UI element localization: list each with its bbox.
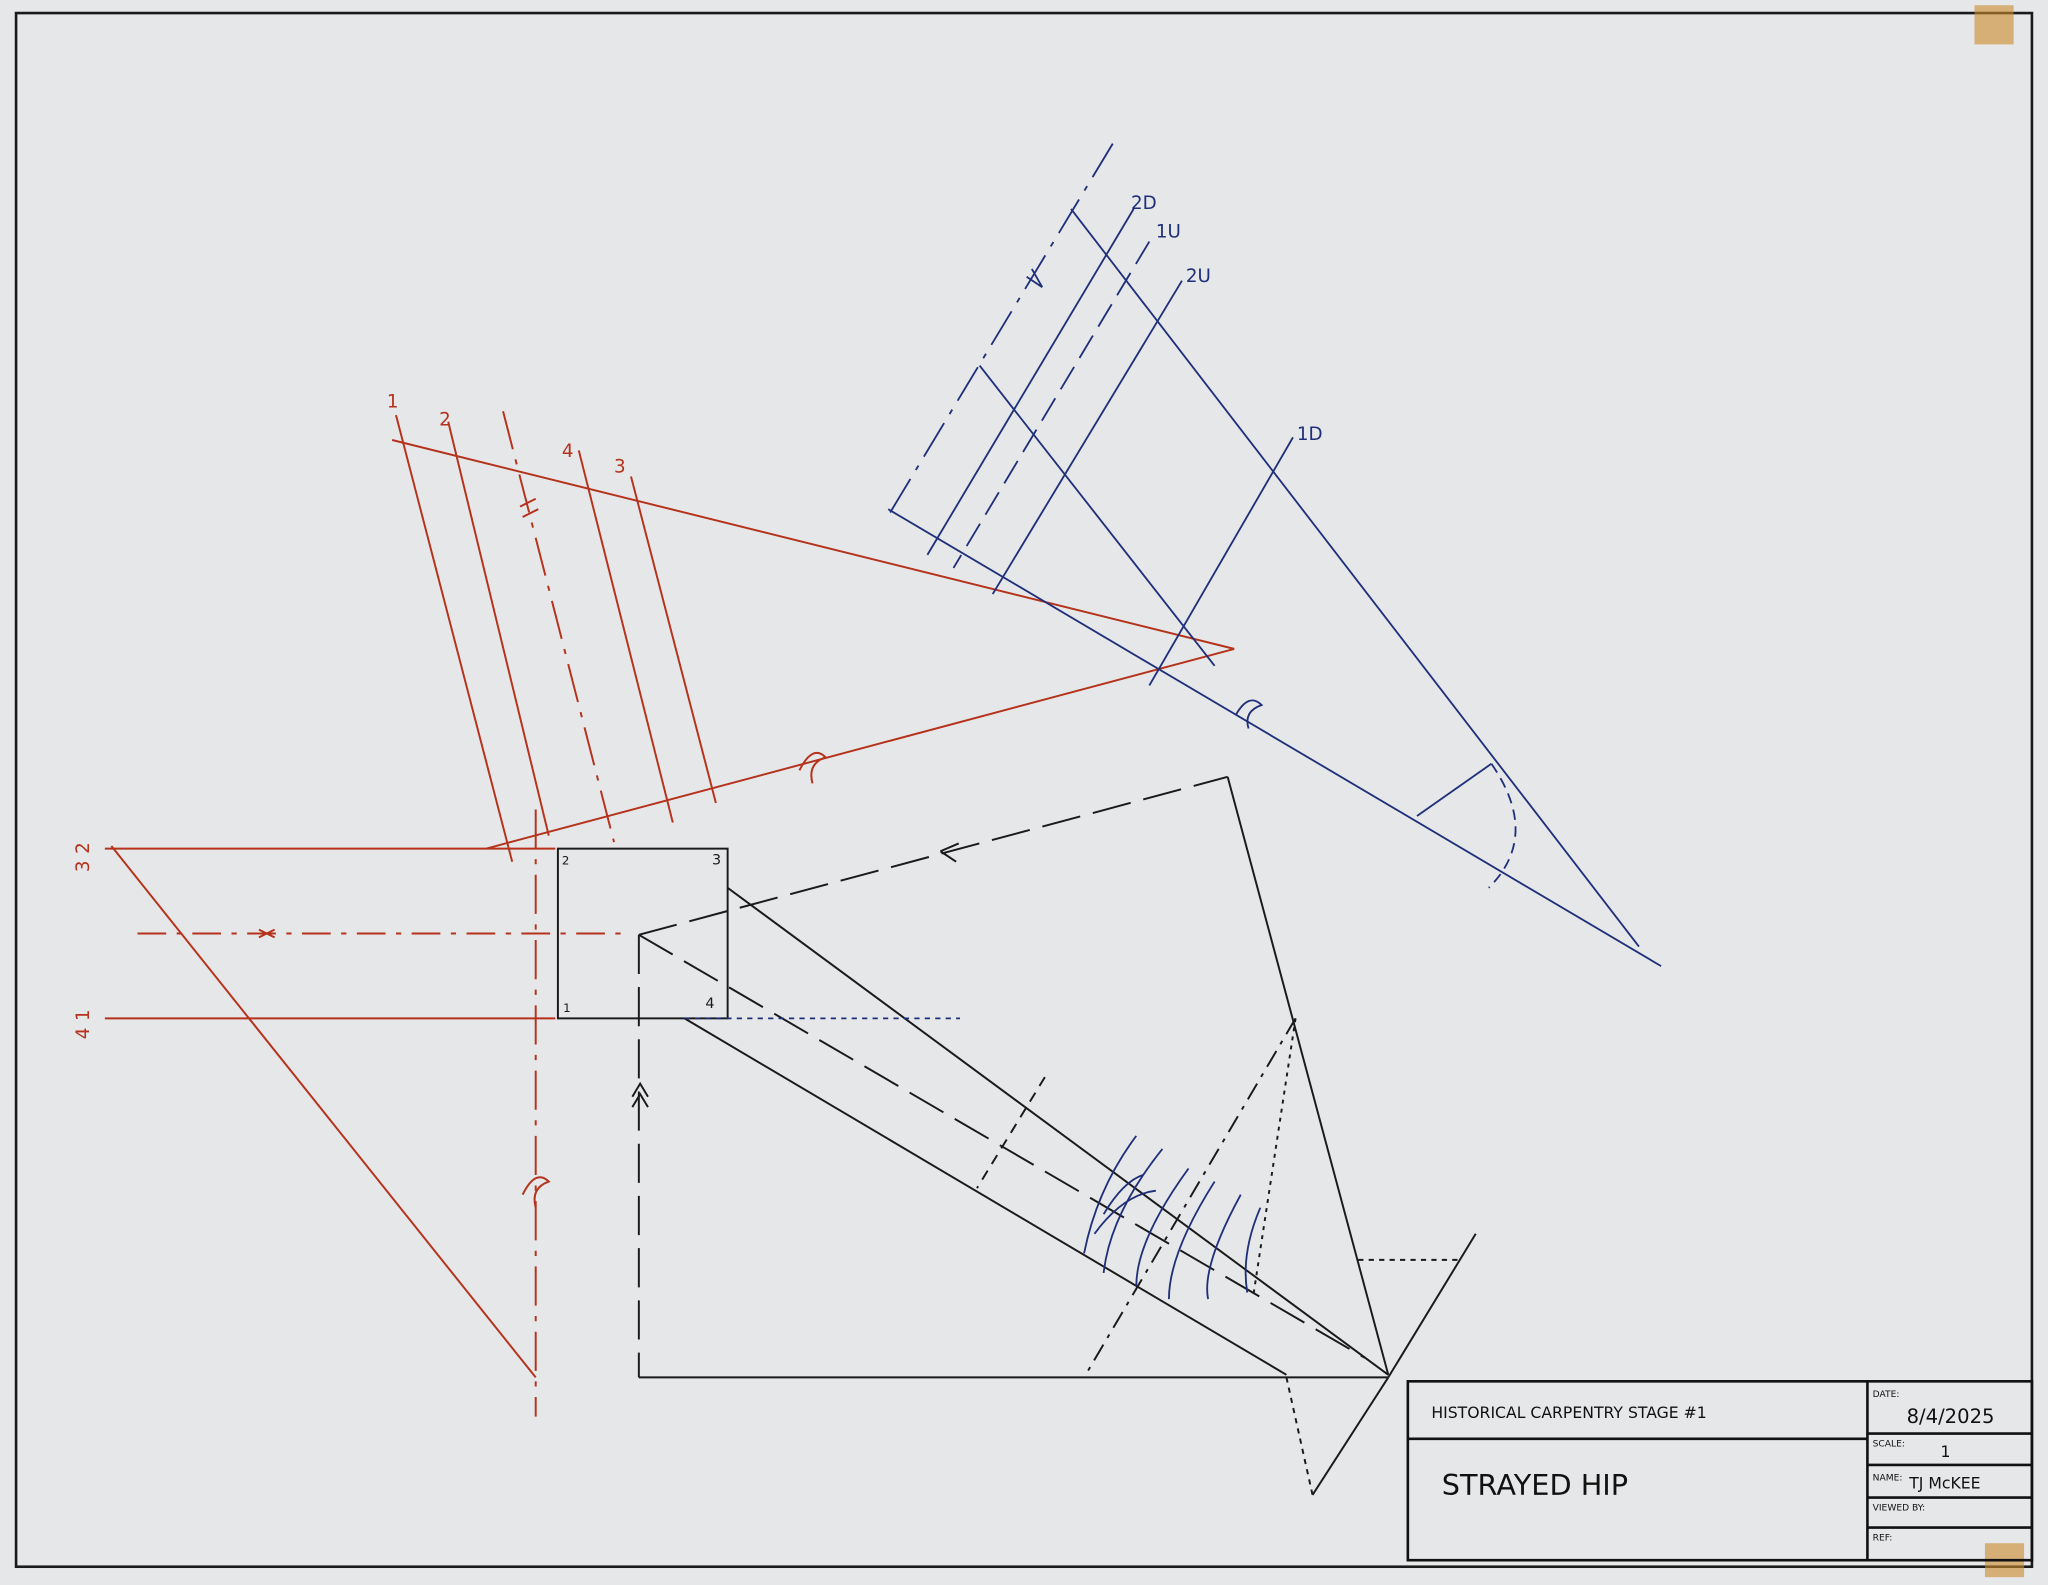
label-2D: 2D bbox=[1131, 193, 1157, 214]
projection-line bbox=[1387, 1233, 1477, 1378]
arrow-mark bbox=[631, 1081, 649, 1108]
blue-line-2U bbox=[991, 280, 1183, 595]
dotted-drop bbox=[1285, 1377, 1314, 1496]
blue-diagonal bbox=[1070, 208, 1640, 948]
section-line bbox=[976, 1076, 1046, 1189]
label-1: 1 bbox=[387, 391, 399, 412]
label-1-left: 1 bbox=[73, 1009, 94, 1021]
dotted-line bbox=[1252, 1018, 1297, 1293]
blue-arc bbox=[1488, 763, 1517, 889]
corner-label-4: 4 bbox=[705, 996, 714, 1012]
corner-label-3: 3 bbox=[712, 852, 721, 868]
dashed-ridge bbox=[638, 775, 1228, 936]
scale-label: SCALE: bbox=[1873, 1440, 1905, 1450]
centerline-mark bbox=[519, 497, 539, 518]
red-line-2 bbox=[447, 421, 550, 836]
name-label: NAME: bbox=[1873, 1474, 1903, 1484]
red-line-1 bbox=[395, 414, 514, 862]
red-center-projection bbox=[502, 411, 615, 843]
label-3: 3 bbox=[614, 457, 626, 478]
blue-labels: 2D 1U 2U 1D bbox=[1131, 193, 1322, 445]
blue-mark bbox=[1234, 699, 1264, 729]
blue-cross-line bbox=[978, 365, 1216, 667]
red-construction bbox=[104, 411, 1235, 1417]
corner-tape bbox=[1974, 5, 2014, 45]
projection-line-lower bbox=[1311, 1376, 1390, 1496]
red-upper-line bbox=[391, 439, 1235, 650]
beam-edge-lower bbox=[684, 1017, 1287, 1376]
title-block: HISTORICAL CARPENTRY STAGE #1 STRAYED HI… bbox=[1406, 1380, 2034, 1562]
label-1D: 1D bbox=[1297, 424, 1323, 445]
dash-dot-line bbox=[1083, 1017, 1297, 1378]
red-lower-line bbox=[485, 647, 1235, 850]
drawing-title: STRAYED HIP bbox=[1442, 1468, 1628, 1502]
label-3-left: 3 bbox=[73, 861, 94, 873]
grain-arcs bbox=[1083, 1135, 1262, 1300]
red-diagonal bbox=[110, 845, 537, 1379]
label-2: 2 bbox=[439, 410, 451, 431]
centerline-mark bbox=[258, 928, 276, 939]
project-title: HISTORICAL CARPENTRY STAGE #1 bbox=[1431, 1403, 1706, 1422]
label-4-left: 4 bbox=[73, 1028, 94, 1040]
ground-line-mark bbox=[521, 1176, 551, 1208]
sheet-border bbox=[14, 11, 2034, 1569]
red-line-4 bbox=[577, 450, 674, 823]
blue-mark bbox=[1026, 268, 1044, 288]
date-label: DATE: bbox=[1873, 1390, 1900, 1400]
red-line-3 bbox=[630, 476, 717, 804]
blue-long-line bbox=[887, 508, 1662, 967]
viewed-by-label: VIEWED BY: bbox=[1873, 1504, 1926, 1514]
label-2U: 2U bbox=[1186, 266, 1211, 287]
name-value: TJ McKEE bbox=[1908, 1473, 1980, 1492]
blue-construction bbox=[887, 143, 1662, 1300]
blue-line-1U bbox=[952, 241, 1151, 569]
blue-line-1D bbox=[1148, 436, 1294, 686]
red-labels: 1 2 4 3 2 3 1 4 bbox=[73, 391, 625, 1039]
scale-value: 1 bbox=[1941, 1442, 1951, 1461]
blue-line-2D bbox=[926, 208, 1135, 556]
beam-edge-upper bbox=[727, 887, 1389, 1376]
label-4: 4 bbox=[562, 441, 574, 462]
wall-line bbox=[1226, 776, 1390, 1376]
arrow-mark bbox=[939, 842, 960, 863]
corner-label-1: 1 bbox=[563, 1001, 570, 1015]
label-1U: 1U bbox=[1156, 222, 1181, 243]
date-value: 8/4/2025 bbox=[1907, 1405, 1995, 1428]
plan-square bbox=[556, 847, 729, 1020]
black-plan bbox=[556, 775, 1477, 1496]
blue-centerline bbox=[887, 143, 1114, 517]
corner-label-2: 2 bbox=[562, 853, 569, 867]
plan-corner-labels: 2 3 1 4 bbox=[562, 852, 721, 1015]
ground-line-mark bbox=[798, 751, 828, 784]
ref-label: REF: bbox=[1873, 1534, 1893, 1544]
label-2-left: 2 bbox=[73, 842, 94, 854]
blue-section bbox=[1416, 763, 1492, 817]
